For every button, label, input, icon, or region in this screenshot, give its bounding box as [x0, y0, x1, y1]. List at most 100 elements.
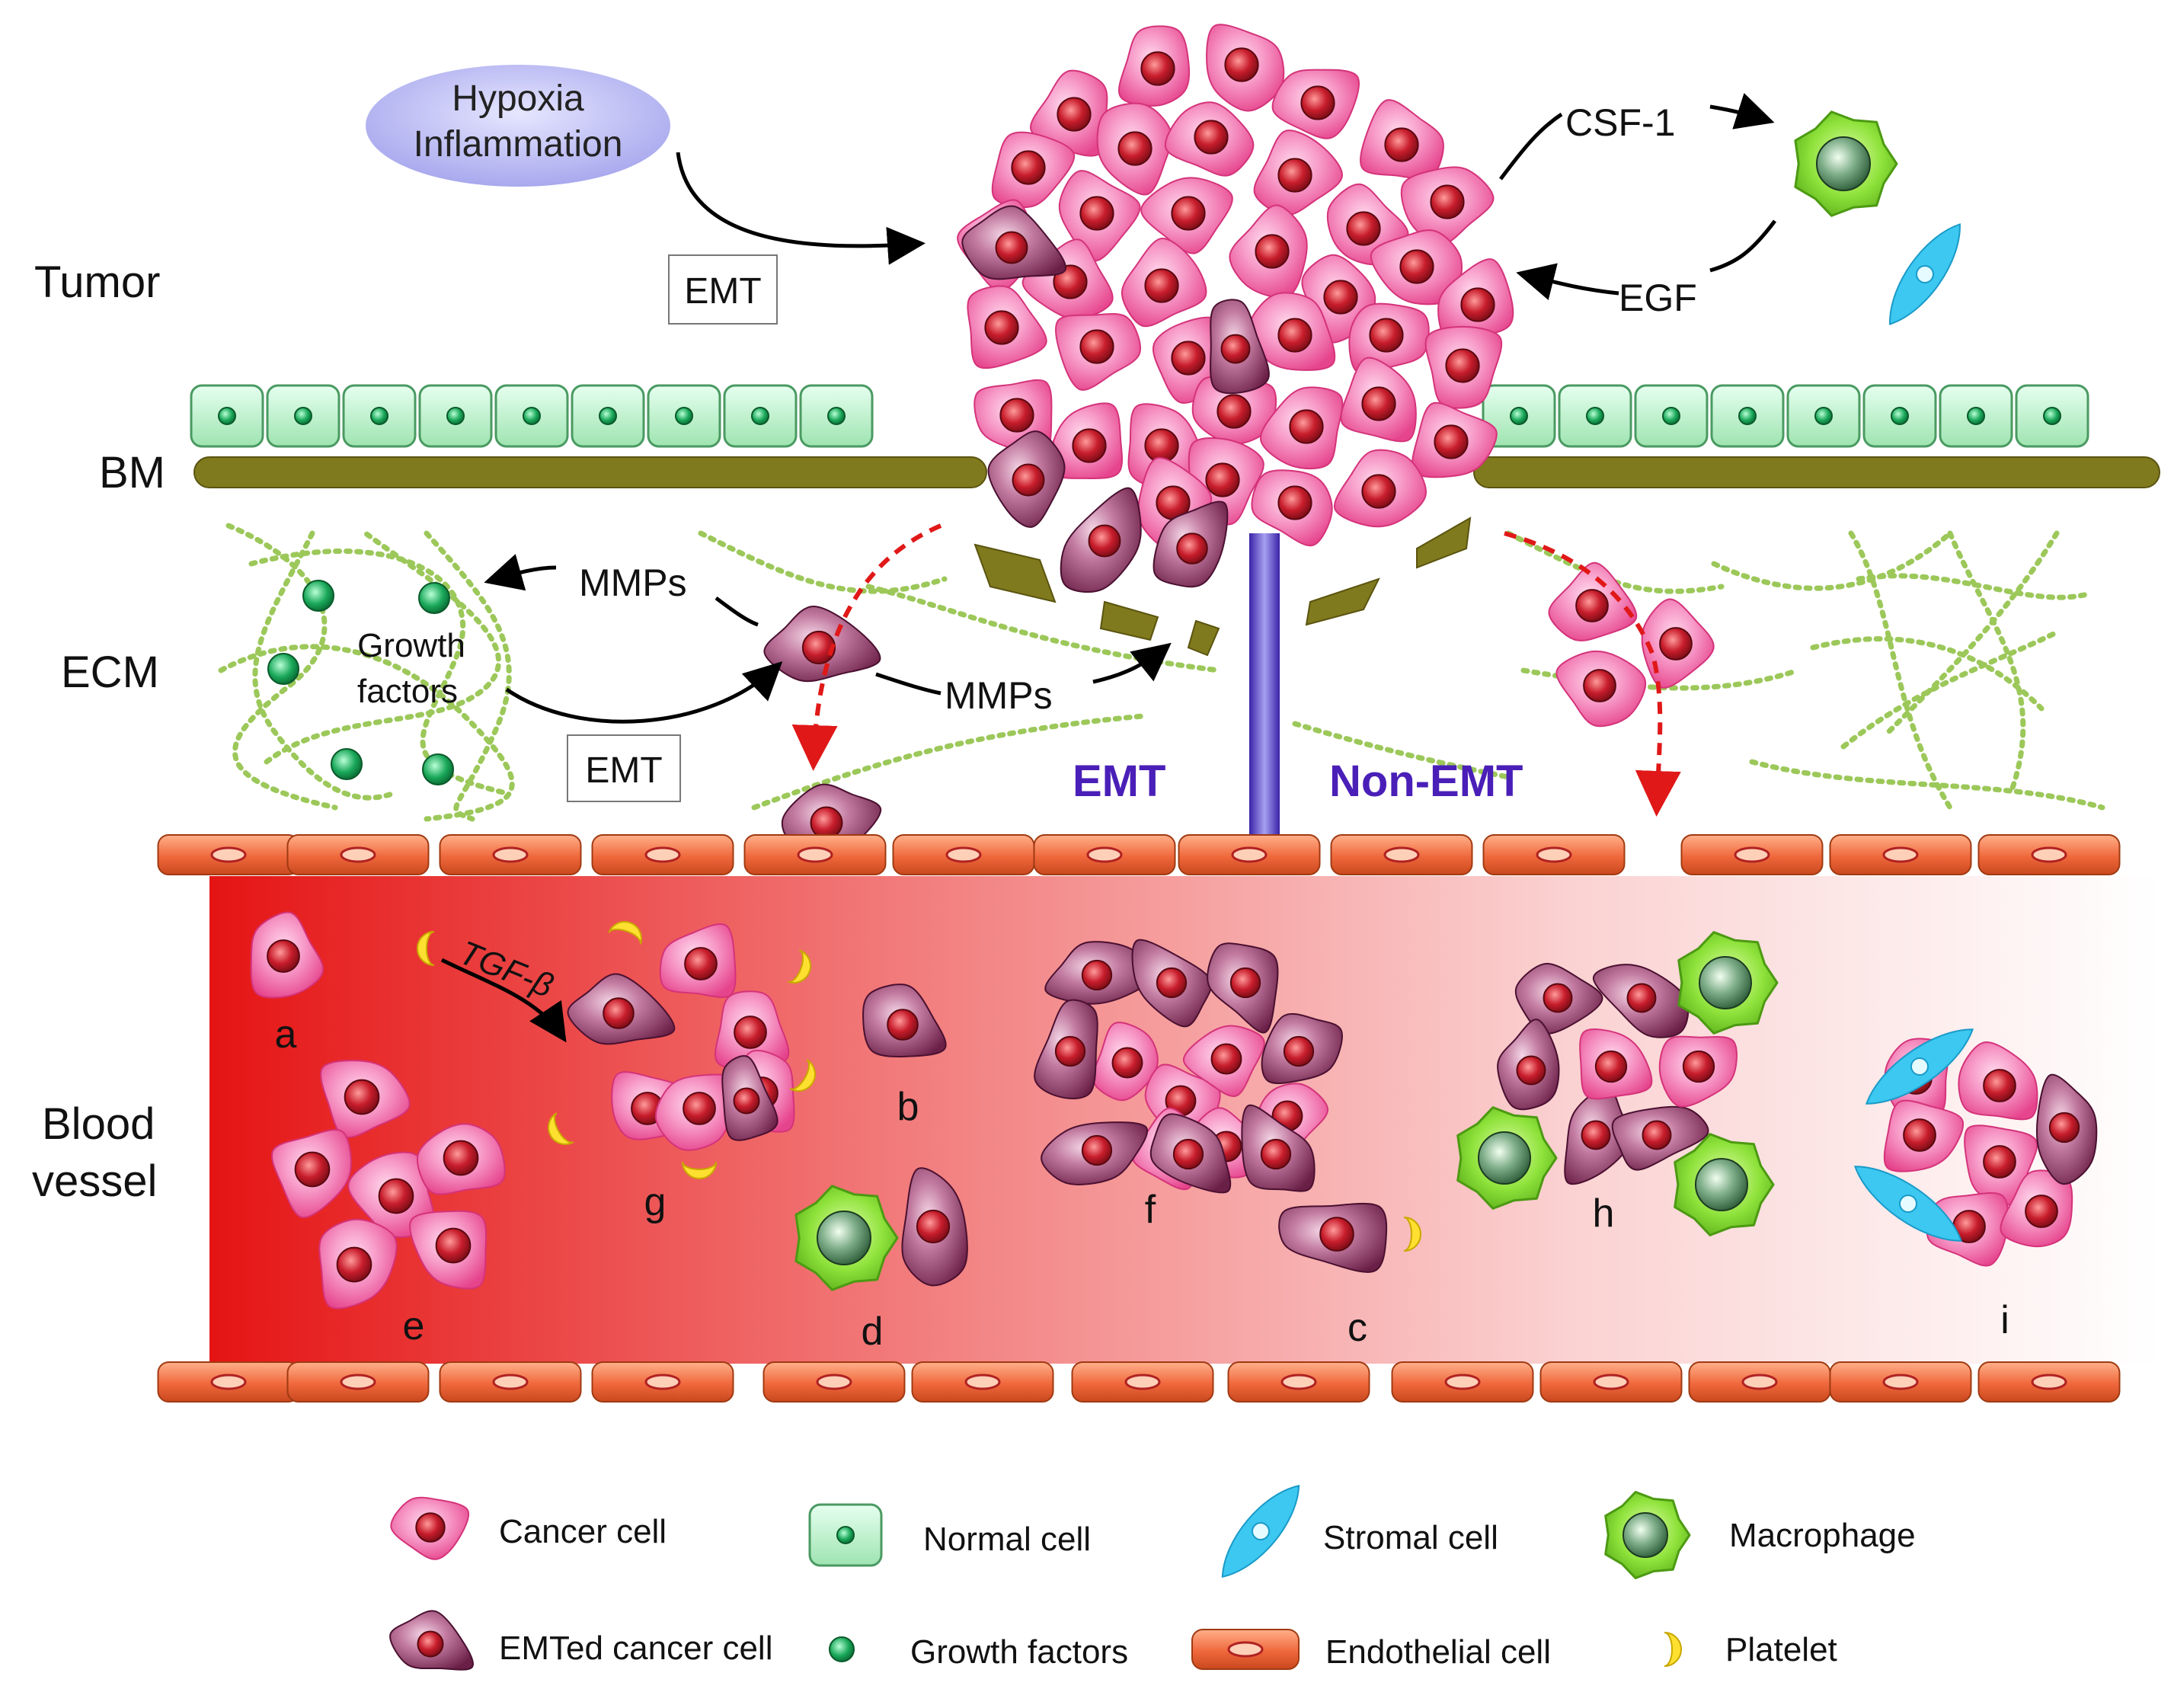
platelet: [608, 921, 642, 945]
endothelial-cell-nucleus: [964, 1374, 1001, 1390]
cancer-cell-nucleus: [1369, 318, 1404, 353]
cancer-cell-nucleus: [1323, 280, 1358, 315]
normal-cell-nucleus: [675, 407, 693, 425]
cancer-cell-nucleus: [734, 1016, 767, 1049]
normal-cell-nucleus: [599, 407, 617, 425]
intravasation-arrows: [791, 523, 1681, 817]
hypoxia-inflammation-ellipse: [366, 65, 670, 187]
cancer-cell-nucleus: [443, 1140, 479, 1176]
ecm-fiber: [1292, 721, 1511, 780]
cancer-cell-nucleus: [1903, 1118, 1936, 1152]
normal-cell-nucleus: [1586, 407, 1604, 425]
cancer-cell-nucleus: [1384, 127, 1419, 162]
cancer-cell-nucleus: [1205, 462, 1240, 497]
emted-cancer-cell-nucleus: [603, 997, 635, 1029]
emt-box-ecm: [567, 734, 681, 802]
cancer-cell-nucleus: [1361, 474, 1396, 509]
endothelial-cell-nucleus: [210, 846, 247, 863]
emted-cancer-cell-nucleus: [2048, 1111, 2080, 1143]
normal-cell-nucleus: [523, 407, 541, 425]
endothelial-cell-nucleus: [797, 846, 833, 863]
endothelial-cell-nucleus: [945, 846, 982, 863]
emt-box-top-label: EMT: [684, 271, 761, 312]
macrophage-nucleus: [1699, 956, 1752, 1009]
growth-factors-line1: Growth: [357, 627, 465, 664]
cancer-cell-nucleus: [1399, 249, 1434, 284]
cancer-cell-nucleus: [1983, 1145, 2016, 1179]
normal-cell-nucleus: [1967, 407, 1985, 425]
egf-label: EGF: [1619, 277, 1697, 319]
blood-vessel-label-line1: Blood: [42, 1099, 155, 1149]
emted-cancer-cell-nucleus: [995, 231, 1028, 264]
stromal-cell-nucleus: [1916, 265, 1934, 283]
hypoxia-to-tumor-arrow: [676, 152, 926, 265]
cancer-cell-nucleus: [1682, 1050, 1715, 1083]
cancer-cell-nucleus: [344, 1079, 380, 1115]
growth-factors-line2: factors: [357, 673, 458, 710]
growth-factor: [302, 580, 334, 612]
cluster-letter-c: c: [1348, 1306, 1367, 1350]
cancer-cell-nucleus: [1346, 211, 1381, 246]
ecm-fiber: [1886, 530, 2060, 734]
normal-cell-nucleus: [1814, 407, 1833, 425]
normal-cell-nucleus: [218, 407, 236, 425]
arrows: [440, 92, 1776, 1043]
bm-fragment: [1305, 577, 1380, 626]
bm-fragment: [1099, 600, 1159, 641]
ecm-fiber: [1856, 573, 2090, 600]
ecm-fiber: [424, 530, 512, 822]
endothelial-cell-nucleus: [1536, 846, 1572, 863]
endothelial-cell-nucleus: [1231, 846, 1268, 863]
legend-platelet-label: Platelet: [1725, 1631, 1837, 1668]
endothelial-cell-nucleus: [816, 1374, 852, 1390]
normal-cell-nucleus: [751, 407, 769, 425]
cancer-cell-nucleus: [1434, 424, 1469, 459]
mmps-left-arrow: [484, 554, 557, 591]
legend-cancer-cell-label: Cancer cell: [499, 1513, 667, 1550]
emted-cancer-cell-nucleus: [801, 630, 836, 665]
cancer-cell-nucleus: [1072, 428, 1107, 463]
nonemt-intravasation-arrow: [1504, 531, 1681, 817]
cancer-cell-nucleus: [683, 1092, 716, 1125]
normal-cell-nucleus: [294, 407, 312, 425]
growth-factor: [267, 653, 299, 685]
ecm-fiber: [1840, 629, 2060, 750]
cancer-cell-nucleus: [1277, 158, 1312, 193]
cancer-cell-nucleus: [1430, 184, 1465, 219]
ecm-fiber: [751, 713, 1146, 811]
cancer-cell-nucleus: [1171, 341, 1206, 376]
emted-cancer-cell-nucleus: [417, 1630, 444, 1658]
ecm-fiber: [1711, 530, 1953, 591]
normal-cell-nucleus: [1510, 407, 1528, 425]
cancer-cell-nucleus: [1277, 318, 1312, 353]
cluster-letter-e: e: [403, 1304, 425, 1348]
non-emt-path-label: Non-EMT: [1329, 756, 1523, 806]
mmps-right-arrow: [1092, 642, 1172, 684]
platelet: [682, 1161, 717, 1179]
cancer-cell-nucleus: [1277, 485, 1312, 520]
cancer-cell-nucleus: [1144, 268, 1179, 303]
ecm-fiber: [252, 530, 399, 801]
platelet: [417, 931, 435, 966]
cancer-cell-nucleus: [1111, 1047, 1143, 1079]
endothelial-cell-nucleus: [492, 1374, 529, 1390]
emted-cancer-cell-nucleus: [1543, 983, 1573, 1013]
emt-divider-stem: [1249, 533, 1280, 853]
growth-factor: [829, 1636, 855, 1662]
emted-cancer-cell-nucleus: [1516, 1055, 1546, 1086]
csf1-label: CSF-1: [1565, 101, 1675, 144]
endothelial-cell-nucleus: [1124, 1374, 1161, 1390]
cancer-cell-nucleus: [1140, 51, 1175, 86]
stromal-cell-nucleus: [1899, 1195, 1917, 1213]
emt-box-top: [668, 254, 778, 325]
stromal-cell: [1889, 223, 1961, 325]
endothelial-cell-nucleus: [1734, 846, 1770, 863]
legend-emted-cancer-cell-label: EMTed cancer cell: [499, 1630, 772, 1667]
endothelial-cell-nucleus: [210, 1374, 247, 1390]
stromal-cell-nucleus: [1252, 1522, 1270, 1540]
stromal-cell: [1853, 1166, 1963, 1242]
mmps-left-link: [715, 596, 759, 627]
tumor-label: Tumor: [34, 257, 160, 307]
emted-cancer-cell-nucleus: [887, 1009, 919, 1041]
